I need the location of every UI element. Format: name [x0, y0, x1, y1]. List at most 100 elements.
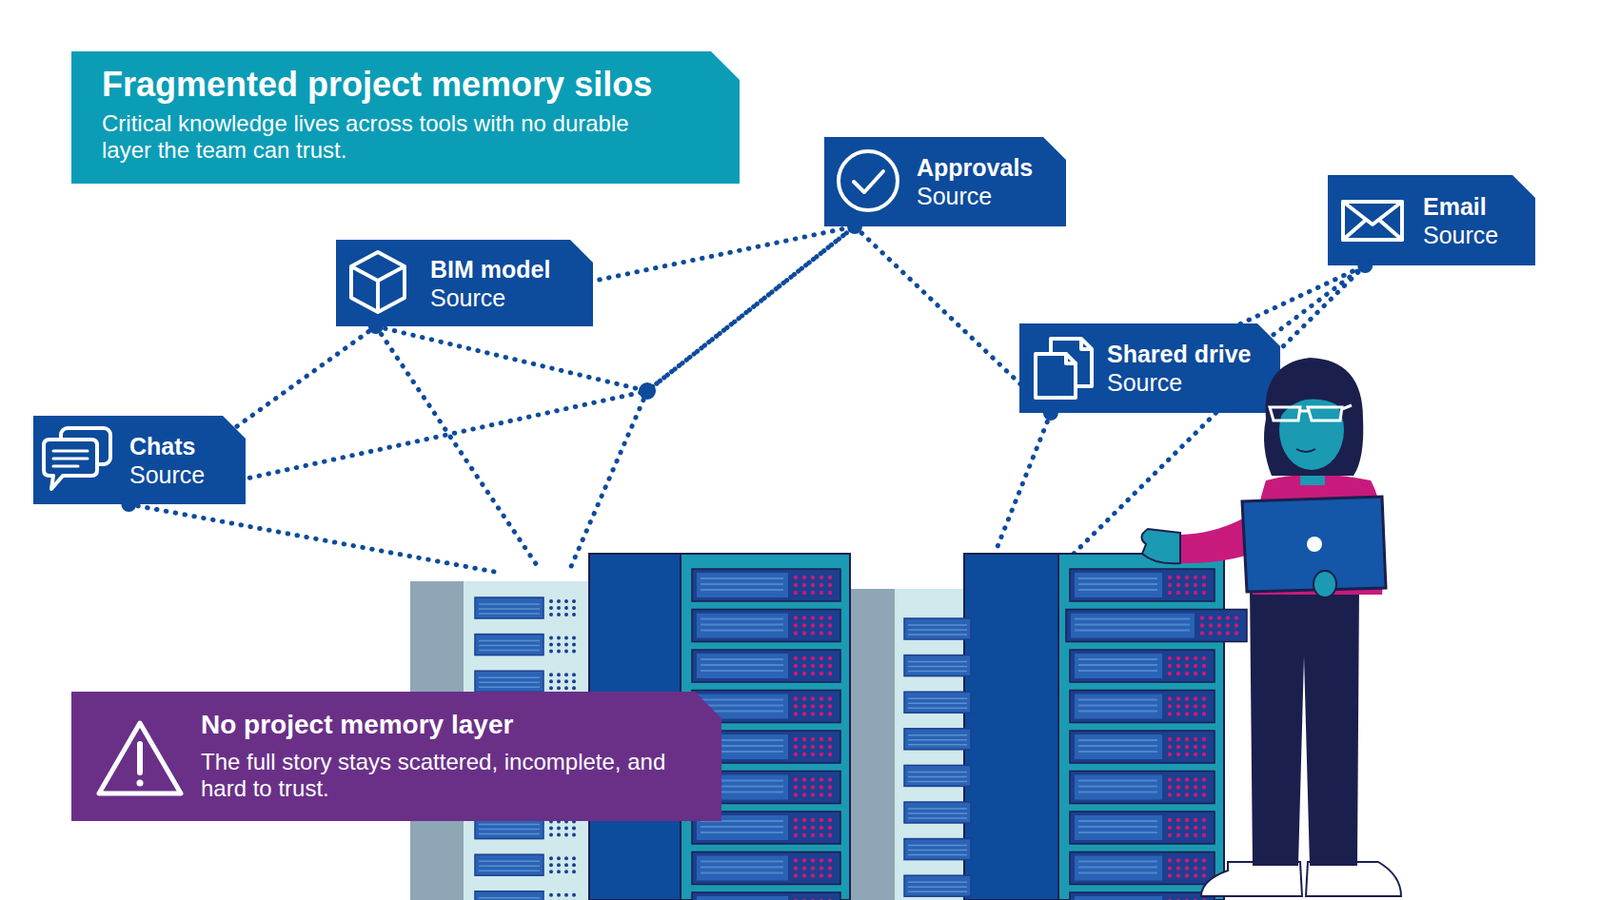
slot-led — [793, 745, 798, 750]
slot-led — [793, 785, 798, 790]
slot-led — [1176, 704, 1181, 709]
slot-face — [474, 634, 544, 656]
slot-led — [793, 664, 798, 669]
slot-stripe — [1078, 786, 1158, 789]
slot-stripe — [1074, 624, 1190, 627]
slot-led — [1208, 631, 1213, 635]
slot-led — [549, 833, 554, 838]
slot-face — [474, 891, 544, 900]
slot-led — [793, 583, 798, 588]
slot-led — [828, 899, 832, 900]
slot-led — [572, 636, 576, 641]
slot-face — [1074, 775, 1163, 801]
slot-stripe — [908, 702, 968, 705]
slot-stripe — [478, 897, 540, 900]
slot-led — [1202, 711, 1206, 716]
slot-stripe — [478, 681, 540, 684]
warning-box: No project memory layerThe full story st… — [71, 691, 722, 822]
slot-led — [819, 873, 824, 878]
slot-led — [1167, 664, 1172, 669]
check-icon — [838, 151, 898, 211]
shoe — [1305, 862, 1402, 897]
slot-led — [564, 612, 569, 617]
slot-stripe — [1078, 589, 1158, 592]
server-slot — [904, 655, 971, 677]
slot-led — [556, 636, 561, 641]
slot-led — [1202, 745, 1206, 750]
slot-led — [1176, 664, 1181, 669]
box-fill — [1019, 323, 1281, 414]
slot-led — [828, 615, 832, 620]
slot-led — [1193, 785, 1198, 790]
slot-led — [819, 583, 824, 588]
slot-led — [793, 696, 798, 701]
slot-stripe — [700, 618, 784, 621]
slot-led — [810, 583, 815, 588]
slot-led — [549, 893, 554, 898]
slot-led — [572, 827, 576, 831]
slot-frame — [1069, 650, 1215, 683]
text-block: Fragmented project memory silosCritical … — [71, 51, 740, 164]
leader-line — [1270, 265, 1365, 337]
slot-led — [1167, 737, 1172, 742]
slot-frame — [691, 650, 841, 683]
slot-stripe — [478, 608, 540, 611]
slot-led — [793, 615, 798, 620]
slot-face — [1070, 613, 1195, 639]
slot-led — [1185, 696, 1189, 701]
slot-frame — [691, 569, 841, 602]
slot-led — [564, 893, 569, 898]
slot-led — [1234, 631, 1239, 635]
slot-stripe — [1078, 791, 1158, 794]
warning-heading: No project memory layer — [200, 709, 722, 742]
slot-led — [1200, 631, 1205, 635]
slot-led — [572, 672, 576, 677]
slot-led — [793, 631, 798, 635]
slot-led — [810, 818, 815, 823]
slot-led — [802, 826, 807, 830]
slot-led — [819, 656, 824, 661]
slot-led — [1185, 858, 1189, 863]
slot-led — [1193, 704, 1198, 709]
slot-stripe — [478, 640, 540, 643]
slot-led — [1208, 623, 1213, 628]
slot-led — [1167, 792, 1172, 797]
slot-led — [1185, 833, 1189, 838]
slot-led — [819, 833, 824, 838]
chat-icon — [43, 439, 98, 490]
slot-led — [810, 866, 815, 870]
box-fill — [71, 691, 722, 822]
slot-led — [1217, 615, 1222, 620]
slot-led — [1202, 818, 1206, 823]
source-box: EmailSource — [1327, 175, 1536, 266]
slot-led — [1176, 785, 1181, 790]
slot-face — [1074, 653, 1163, 679]
slot-led — [1167, 899, 1172, 900]
slot-led — [1185, 866, 1189, 870]
slot-led — [793, 873, 798, 878]
slot-frame — [1069, 691, 1215, 724]
slot-led — [556, 612, 561, 617]
slot-led — [1193, 671, 1198, 676]
server-slot — [691, 892, 841, 900]
slot-led — [556, 863, 561, 868]
slot-led — [1185, 664, 1189, 669]
slot-led — [802, 818, 807, 823]
slot-led — [1185, 785, 1189, 790]
slot-led — [1202, 696, 1206, 701]
box-fill — [335, 239, 593, 327]
slot-led — [556, 599, 561, 604]
leader-line — [375, 326, 541, 572]
source-tag: Source — [1106, 368, 1281, 397]
slot-stripe — [478, 686, 540, 689]
slot-stripe — [908, 776, 968, 779]
slot-led — [828, 696, 832, 701]
slot-stripe — [908, 624, 968, 627]
slot-led — [549, 856, 554, 861]
slot-led — [1202, 737, 1206, 742]
slot-led — [793, 899, 798, 900]
slot-led — [556, 856, 561, 861]
slot-stripe — [1078, 583, 1158, 586]
slot-led — [793, 792, 798, 797]
